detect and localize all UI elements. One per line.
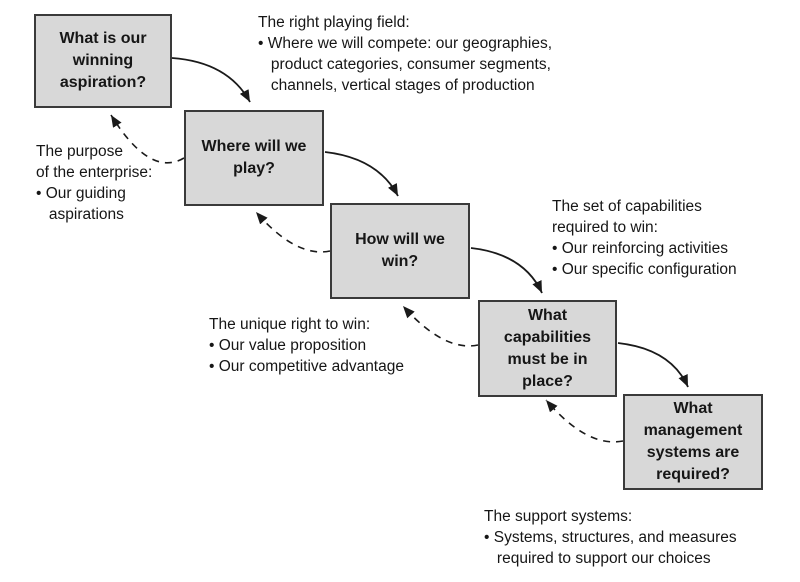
feedback-capabilities-to-how-icon	[402, 305, 479, 347]
note-right-to-win: The unique right to win: • Our value pro…	[209, 316, 404, 375]
feedback-how-to-where-icon	[255, 211, 331, 253]
feedback-systems-to-capabilities-icon	[545, 399, 624, 443]
box-capabilities: What capabilities must be in place?	[478, 300, 617, 397]
arrow-where-to-how-icon	[324, 151, 399, 197]
box-management-systems: What management systems are required?	[623, 394, 763, 490]
note-capabilities: The set of capabilities required to win:…	[552, 198, 737, 278]
box-winning-aspiration: What is our winning aspiration?	[34, 14, 172, 108]
note-playing-field: The right playing field: • Where we will…	[258, 14, 553, 94]
note-support-systems: The support systems: • Systems, structur…	[484, 508, 737, 567]
arrow-capabilities-to-systems-icon	[617, 342, 689, 388]
feedback-where-to-aspiration-icon	[110, 114, 185, 164]
arrow-how-to-capabilities-icon	[470, 247, 543, 294]
note-purpose: The purpose of the enterprise: • Our gui…	[36, 143, 153, 223]
arrow-aspiration-to-where-icon	[171, 57, 251, 103]
box-how-to-win: How will we win?	[330, 203, 470, 299]
box-where-to-play: Where will we play?	[184, 110, 324, 206]
